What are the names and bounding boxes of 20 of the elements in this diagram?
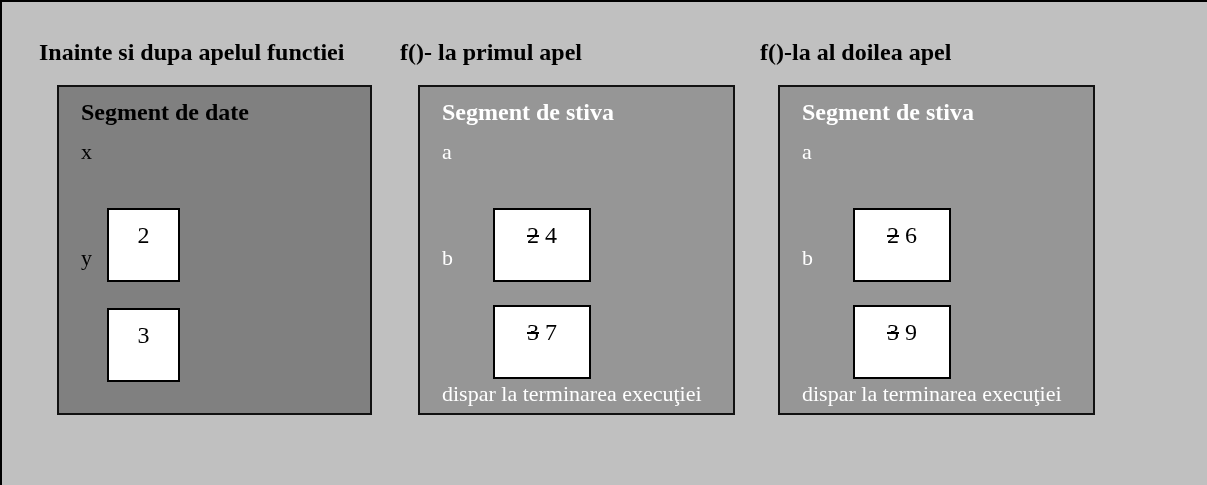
value-cell: 3 (107, 308, 180, 382)
variable-label: y (81, 245, 92, 271)
value-cell: 2 (107, 208, 180, 282)
lifetime-note: dispar la terminarea execuţiei (442, 381, 702, 407)
value-cell: 3 7 (493, 305, 591, 379)
segment-title: Segment de date (81, 99, 249, 125)
panel-heading: Inainte si dupa apelul functiei (39, 39, 345, 65)
panel-heading: f()- la primul apel (400, 39, 582, 65)
value-cell: 3 9 (853, 305, 951, 379)
lifetime-note: dispar la terminarea execuţiei (802, 381, 1062, 407)
segment-title: Segment de stiva (442, 99, 614, 125)
variable-label: b (442, 245, 453, 271)
variable-label: a (802, 139, 812, 165)
segment-title: Segment de stiva (802, 99, 974, 125)
variable-label: a (442, 139, 452, 165)
value-cell: 2 4 (493, 208, 591, 282)
variable-label: b (802, 245, 813, 271)
variable-label: x (81, 139, 92, 165)
panel-heading: f()-la al doilea apel (760, 39, 952, 65)
value-cell: 2 6 (853, 208, 951, 282)
